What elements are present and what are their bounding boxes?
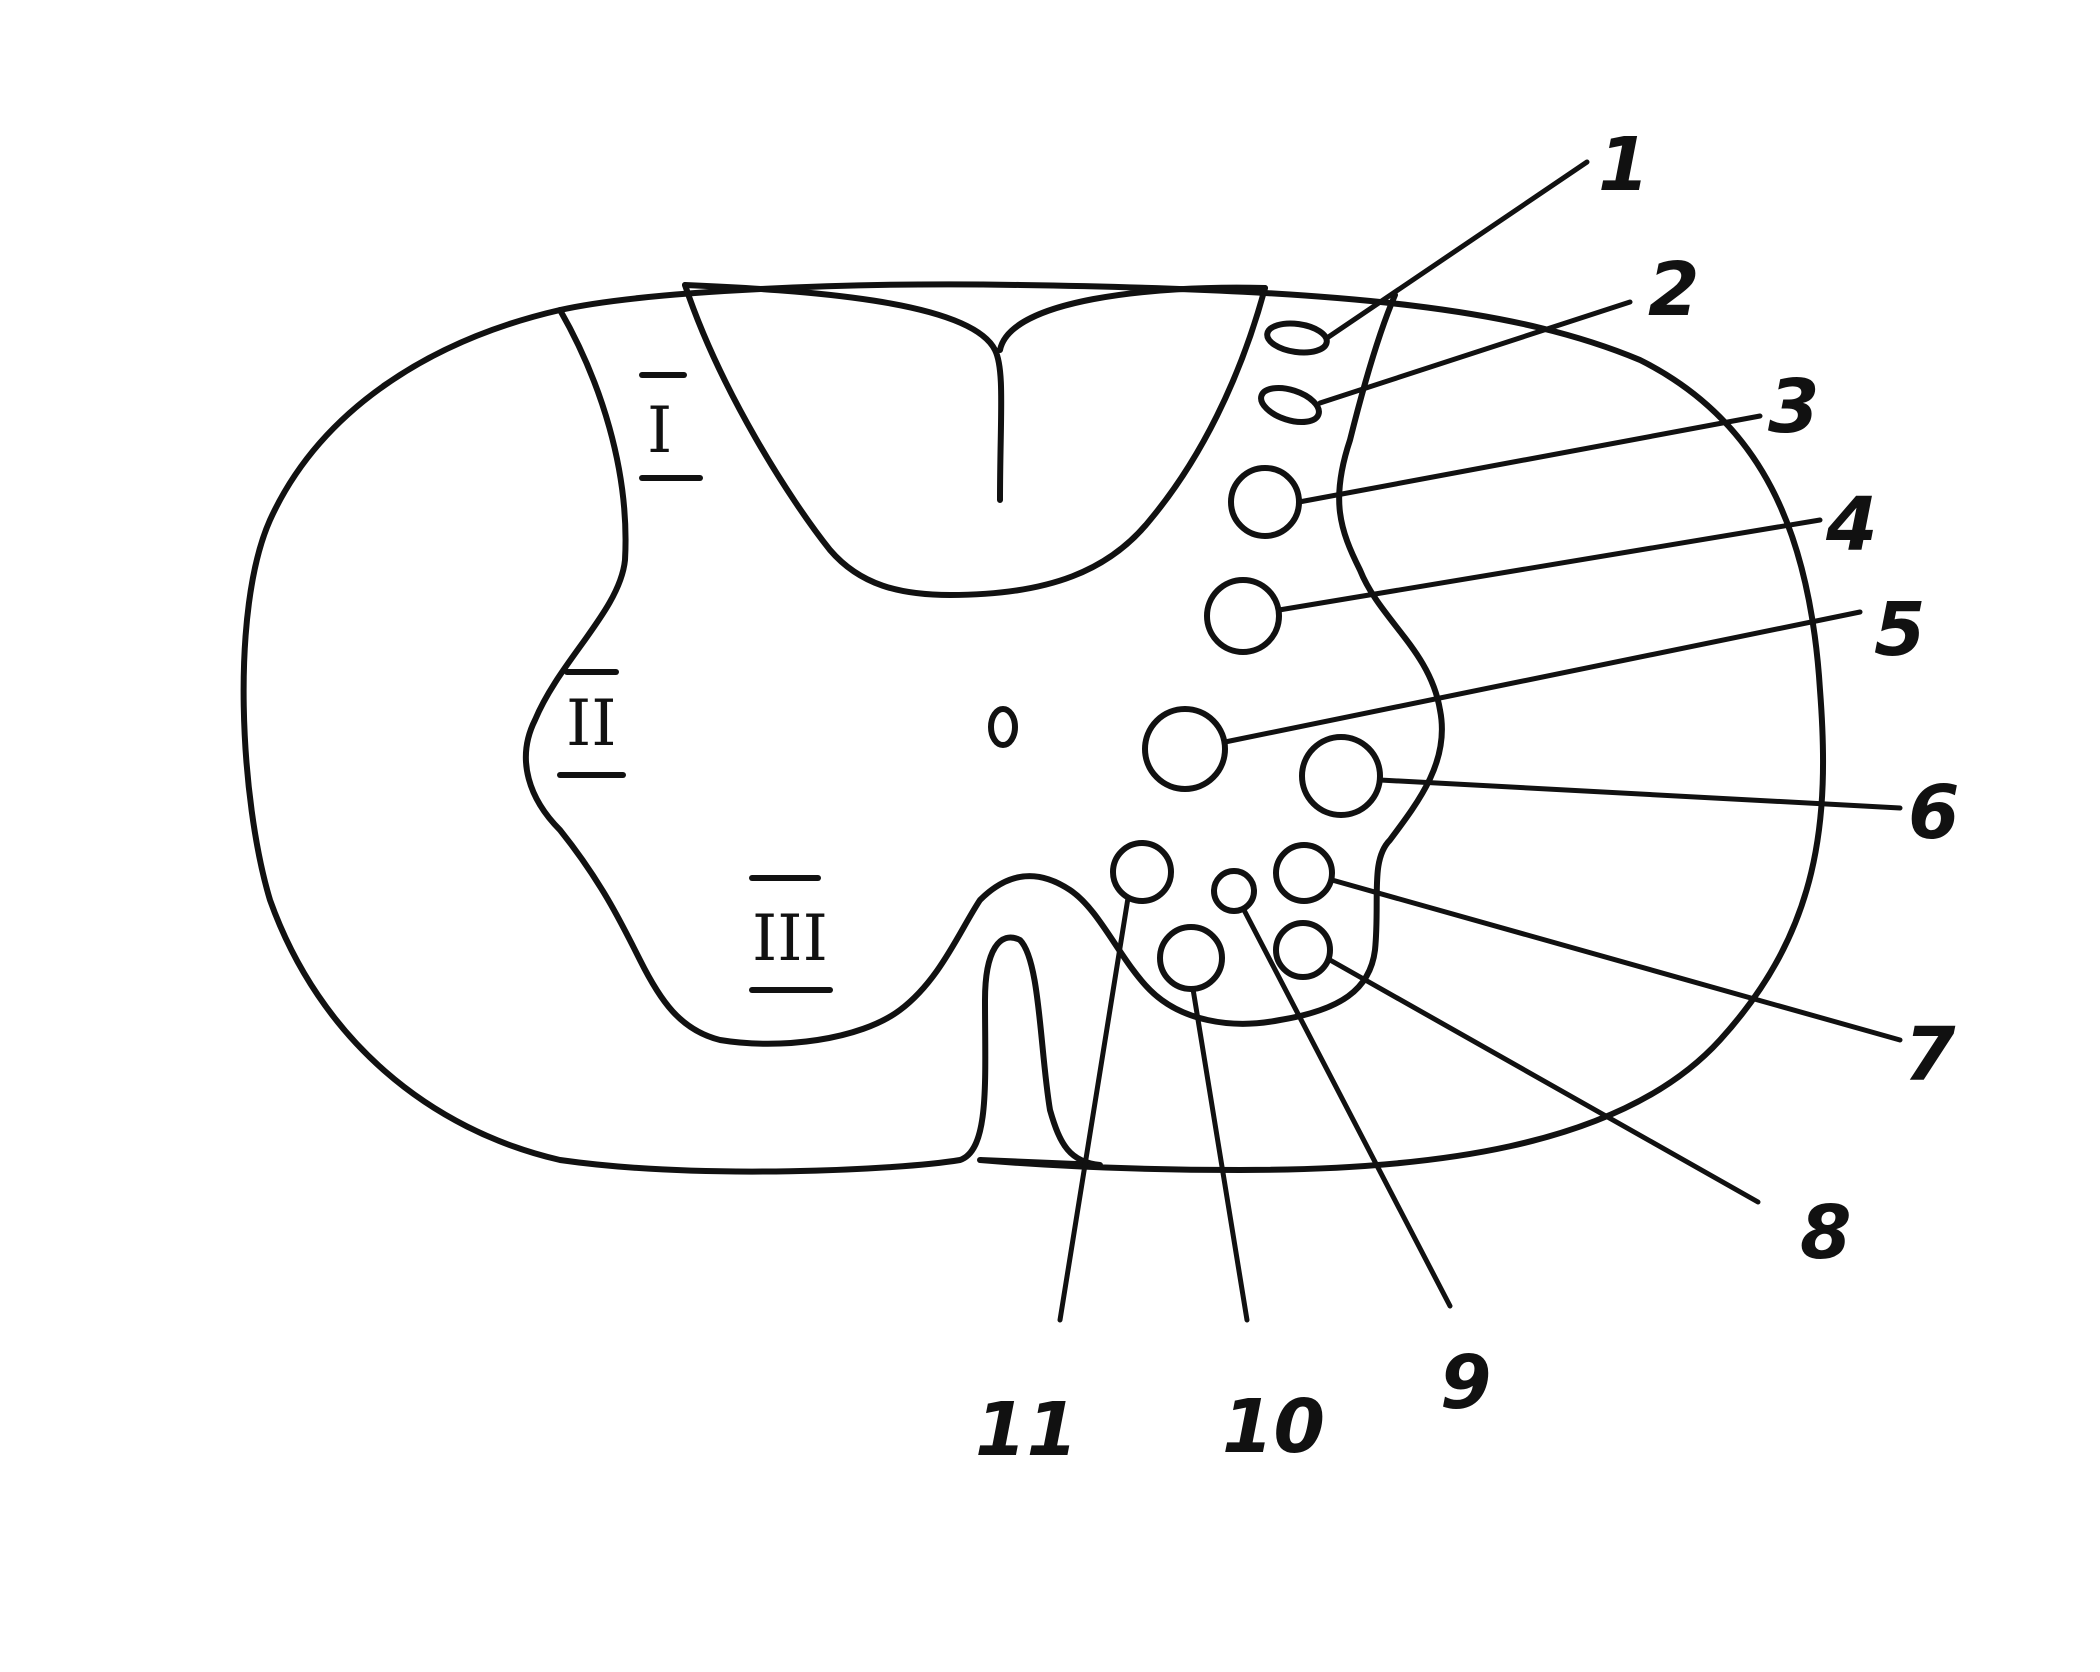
nucleus-5 <box>1142 706 1228 792</box>
region-label-two: II <box>566 687 617 761</box>
leader-4 <box>1276 517 1823 613</box>
leader-11 <box>1057 895 1131 1323</box>
posterior-median-fissure <box>682 282 1268 503</box>
leader-lines <box>1057 159 1903 1323</box>
leader-5 <box>1222 609 1863 745</box>
leader-3 <box>1296 413 1763 505</box>
leader-2 <box>1317 299 1633 406</box>
region-label-one: I <box>647 394 672 468</box>
callout-2: 2 <box>1648 247 1700 333</box>
nucleus-1 <box>1264 320 1330 356</box>
nucleus-7 <box>1273 842 1335 904</box>
callout-7: 7 <box>1904 1012 1956 1098</box>
nucleus-11 <box>1110 840 1174 904</box>
nucleus-3 <box>1228 465 1302 539</box>
leader-6 <box>1377 777 1903 811</box>
callout-10: 10 <box>1222 1384 1325 1470</box>
nuclei-group <box>1110 320 1383 992</box>
central-canal <box>988 706 1018 748</box>
callout-5: 5 <box>1874 587 1926 673</box>
callout-numbers: 1 2 3 4 5 6 7 8 9 10 11 <box>975 122 1960 1473</box>
callout-6: 6 <box>1908 770 1960 856</box>
nucleus-2 <box>1258 384 1322 426</box>
callout-3: 3 <box>1768 364 1820 450</box>
outer-outline <box>240 281 1827 1175</box>
nucleus-10 <box>1157 924 1225 992</box>
leader-1 <box>1324 159 1590 341</box>
callout-9: 9 <box>1440 1340 1492 1426</box>
leader-8 <box>1327 957 1761 1205</box>
nucleus-9 <box>1211 868 1257 914</box>
nucleus-8 <box>1273 920 1333 980</box>
region-label-three: III <box>752 902 828 976</box>
callout-1: 1 <box>1598 122 1650 208</box>
leader-9 <box>1241 907 1453 1309</box>
gray-matter-outline <box>522 292 1445 1047</box>
nucleus-6 <box>1299 734 1383 818</box>
nucleus-4 <box>1204 577 1282 655</box>
leader-10 <box>1190 986 1250 1323</box>
callout-4: 4 <box>1825 482 1878 568</box>
region-labels: I II III <box>557 372 833 993</box>
callout-8: 8 <box>1800 1190 1852 1276</box>
callout-11: 11 <box>975 1387 1078 1473</box>
leader-7 <box>1329 877 1903 1043</box>
dorsal-horn-border <box>682 282 1268 598</box>
